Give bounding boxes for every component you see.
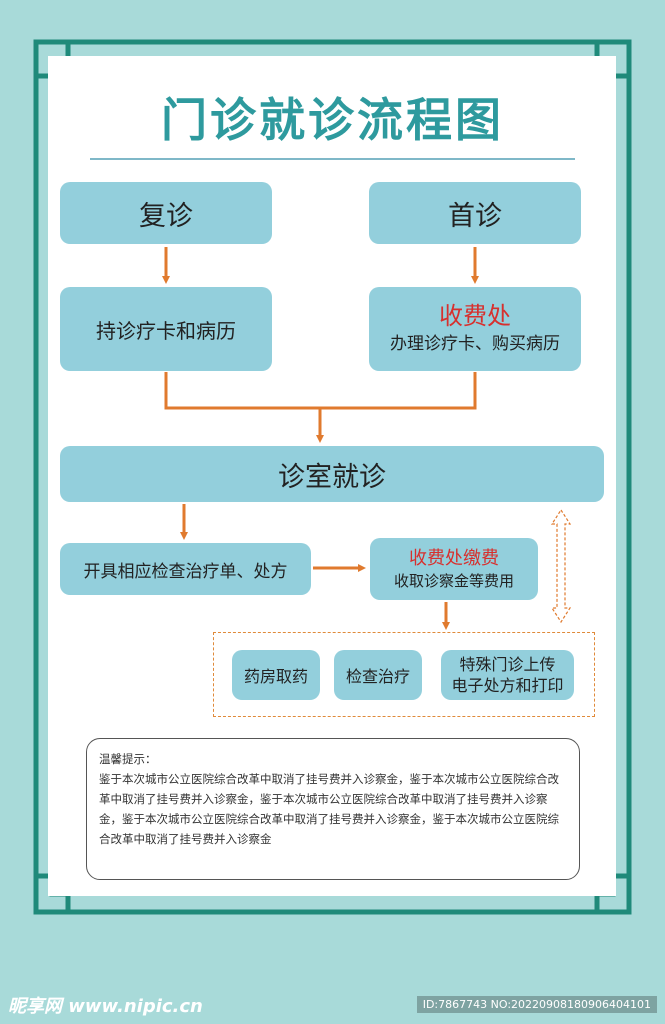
- pharmacy-box: 药房取药: [232, 650, 320, 700]
- revisit-label: 复诊: [139, 200, 193, 232]
- consult-room-label: 诊室就诊: [278, 461, 386, 493]
- cashier-subtitle: 办理诊疗卡、购买病历: [390, 334, 560, 354]
- watermark-logo: 昵享网 www.nipic.cn: [8, 996, 203, 1017]
- double-arrow-icon: [550, 508, 572, 624]
- title-divider: [90, 158, 575, 160]
- notice-body: 鉴于本次城市公立医院综合改革中取消了挂号费并入诊察金，鉴于本次城市公立医院综合改…: [99, 772, 559, 846]
- revisit-box: 复诊: [60, 182, 272, 244]
- bring-card-label: 持诊疗卡和病历: [96, 318, 236, 343]
- outcomes-group: [213, 632, 595, 717]
- notice-title: 温馨提示：: [99, 752, 157, 766]
- payment-box: 收费处缴费 收取诊察金等费用: [370, 538, 538, 600]
- special-clinic-line1: 特殊门诊上传: [459, 655, 556, 674]
- pharmacy-label: 药房取药: [243, 667, 308, 686]
- prescribe-label: 开具相应检查治疗单、处方: [83, 561, 288, 582]
- first-visit-box: 首诊: [369, 182, 581, 244]
- consult-room-box: 诊室就诊: [60, 446, 604, 502]
- exam-label: 检查治疗: [345, 667, 410, 686]
- special-clinic-line2: 电子处方和打印: [451, 676, 564, 695]
- payment-subtitle: 收取诊察金等费用: [393, 571, 514, 590]
- exam-box: 检查治疗: [334, 650, 422, 700]
- payment-title: 收费处缴费: [409, 547, 499, 569]
- watermark-id: ID:7867743 NO:20220908180906404101: [416, 996, 657, 1013]
- first-visit-label: 首诊: [448, 200, 502, 232]
- merge-connector: [164, 372, 477, 410]
- page-title: 门诊就诊流程图: [161, 93, 504, 147]
- bring-card-box: 持诊疗卡和病历: [60, 287, 272, 371]
- special-clinic-box: 特殊门诊上传 电子处方和打印: [441, 650, 574, 700]
- notice-box: 温馨提示： 鉴于本次城市公立医院综合改革中取消了挂号费并入诊察金，鉴于本次城市公…: [86, 738, 580, 880]
- prescribe-box: 开具相应检查治疗单、处方: [60, 543, 311, 595]
- cashier-box: 收费处 办理诊疗卡、购买病历: [369, 287, 581, 371]
- cashier-title: 收费处: [439, 302, 511, 330]
